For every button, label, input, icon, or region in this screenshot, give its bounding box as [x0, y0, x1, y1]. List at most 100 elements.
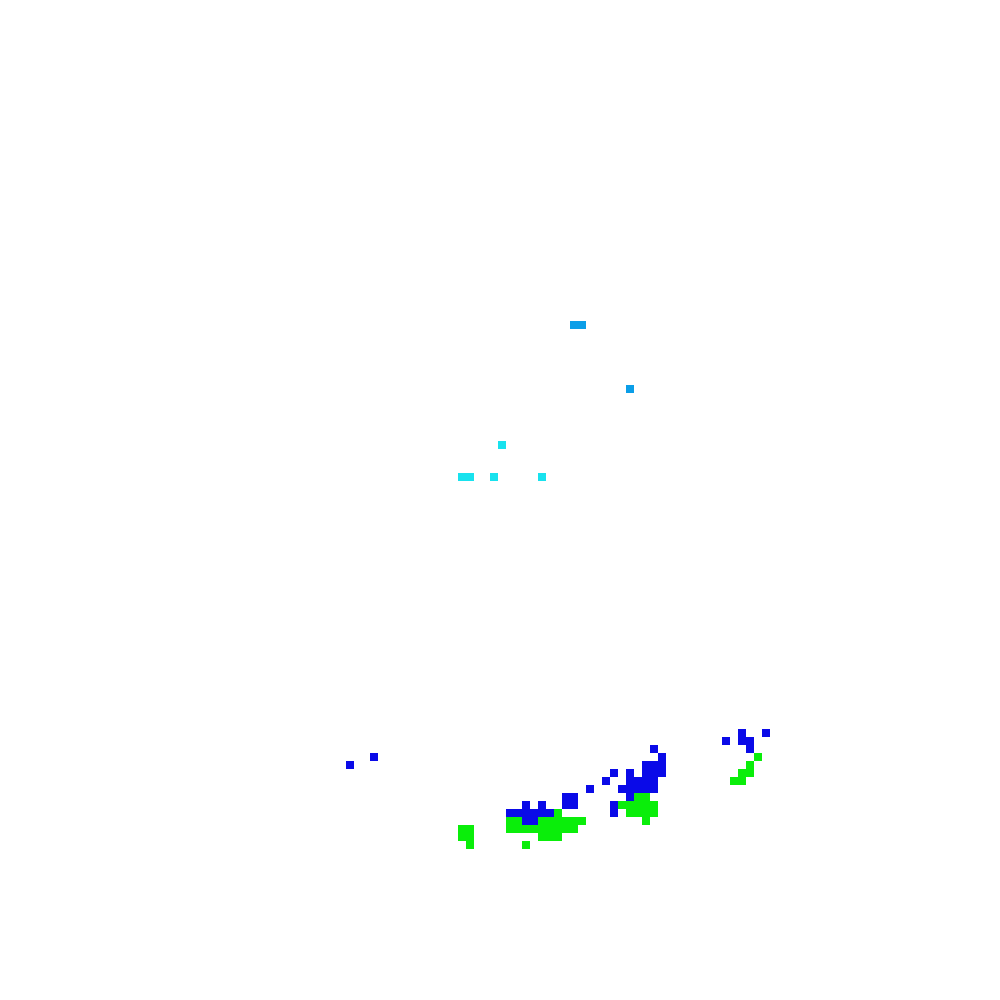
cyan-cluster [458, 441, 546, 481]
pixel-cell [498, 441, 506, 449]
pixel-cell [754, 753, 762, 761]
pixel-cell [658, 769, 666, 777]
pixel-cell [610, 809, 618, 817]
pixel-cell [746, 769, 754, 777]
pixel-cell [746, 761, 754, 769]
pixel-cell [514, 817, 522, 825]
pixel-cell [626, 793, 634, 801]
pixel-cell [658, 761, 666, 769]
pixel-cell [570, 825, 578, 833]
pixel-cell [554, 817, 562, 825]
pixel-cell [546, 809, 554, 817]
pixel-cell [506, 817, 514, 825]
pixel-cell [738, 729, 746, 737]
pixel-cell [650, 777, 658, 785]
green-cluster [458, 753, 762, 849]
pixel-cell [650, 761, 658, 769]
pixel-cell [538, 809, 546, 817]
pixel-cell [506, 809, 514, 817]
pixel-cell [634, 793, 642, 801]
pixel-cell [530, 825, 538, 833]
pixel-cell [650, 745, 658, 753]
pixel-cell [370, 753, 378, 761]
pixel-cell [578, 321, 586, 329]
pixel-cell [762, 729, 770, 737]
pixel-cell [466, 833, 474, 841]
pixel-cell [746, 737, 754, 745]
pixel-cell [626, 785, 634, 793]
pixel-cell [738, 769, 746, 777]
pixel-cell [466, 825, 474, 833]
pixel-cell [626, 769, 634, 777]
pixel-cell [466, 841, 474, 849]
pixel-cell [570, 801, 578, 809]
pixel-cell [610, 769, 618, 777]
pixel-cell [570, 321, 578, 329]
pixel-cell [538, 833, 546, 841]
pixel-cell [538, 817, 546, 825]
pixel-cell [602, 777, 610, 785]
pixel-cell [634, 801, 642, 809]
pixel-cell [506, 825, 514, 833]
pixel-cell [642, 769, 650, 777]
pixel-cell [746, 745, 754, 753]
pixel-cell [458, 833, 466, 841]
pixel-cell [466, 473, 474, 481]
pixel-cell [642, 817, 650, 825]
pixel-cell [650, 769, 658, 777]
pixel-cell [610, 801, 618, 809]
pixel-cell [642, 809, 650, 817]
pixel-cell [514, 825, 522, 833]
pixel-cell [538, 473, 546, 481]
pixel-cell [554, 825, 562, 833]
pixel-cell [642, 785, 650, 793]
pixel-cell [530, 809, 538, 817]
pixel-cell [562, 801, 570, 809]
pixel-cell [634, 777, 642, 785]
pixel-cell [650, 801, 658, 809]
pixel-cell [538, 825, 546, 833]
pixel-cell [738, 737, 746, 745]
pixel-cell [522, 817, 530, 825]
pixel-cell [570, 817, 578, 825]
pixel-cell [626, 801, 634, 809]
pixel-cell [458, 473, 466, 481]
pixel-cell [562, 817, 570, 825]
pixel-cell [586, 785, 594, 793]
pixel-cell [650, 809, 658, 817]
pixel-cell [554, 809, 562, 817]
pixel-cell [642, 793, 650, 801]
pixel-cell [546, 833, 554, 841]
pixel-cell [722, 737, 730, 745]
pixel-cell [642, 761, 650, 769]
pixel-cell [346, 761, 354, 769]
pixel-cell [730, 777, 738, 785]
pixel-cell [514, 809, 522, 817]
pixel-cell [538, 801, 546, 809]
pixel-cell [530, 817, 538, 825]
pixel-cell [522, 841, 530, 849]
pixel-cell [562, 825, 570, 833]
pixel-cell [626, 385, 634, 393]
pixel-cell [490, 473, 498, 481]
pixel-cell [522, 809, 530, 817]
pixel-cell [634, 809, 642, 817]
pixel-cell [562, 793, 570, 801]
pixel-cell [626, 809, 634, 817]
pixel-cell [626, 777, 634, 785]
pixel-cell [522, 825, 530, 833]
pixel-cell [578, 817, 586, 825]
pixel-cell [642, 801, 650, 809]
pixel-cell [522, 801, 530, 809]
pixel-cell [546, 817, 554, 825]
light-blue-cluster [570, 321, 634, 393]
pixel-cell [618, 801, 626, 809]
pixel-cell [642, 777, 650, 785]
pixel-cell [458, 825, 466, 833]
pixel-cell [618, 785, 626, 793]
pixel-cell [546, 825, 554, 833]
pixel-cell [650, 785, 658, 793]
pixel-cell [738, 777, 746, 785]
pixel-cell [570, 793, 578, 801]
